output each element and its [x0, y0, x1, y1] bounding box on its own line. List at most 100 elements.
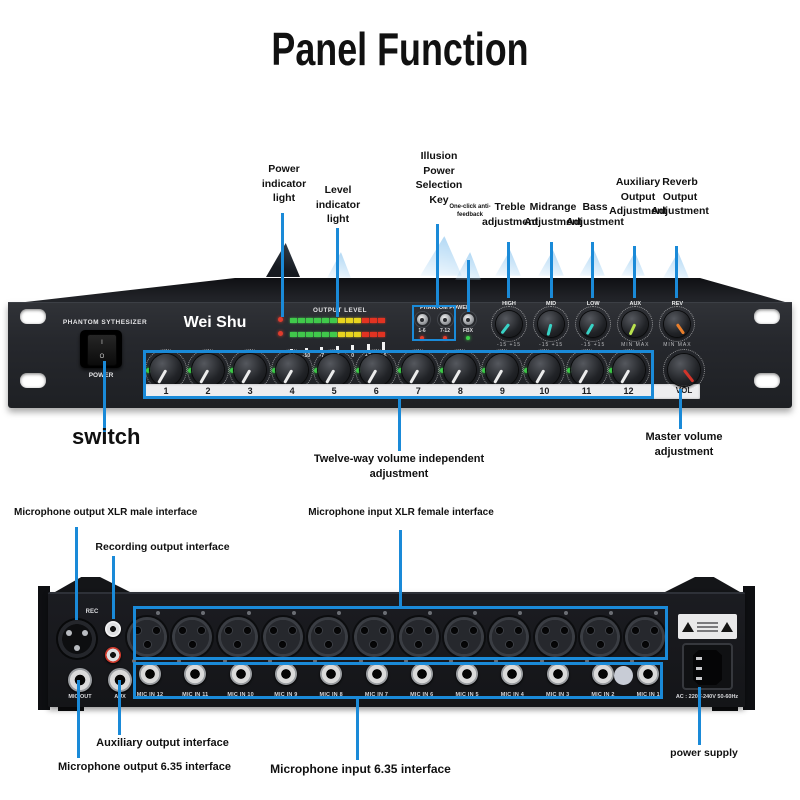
rec-label: REC — [85, 609, 99, 615]
mic-in-635-jack[interactable] — [229, 663, 252, 685]
xlr-hole — [143, 641, 151, 648]
eq-knob-label: LOW — [586, 301, 600, 307]
tick-bar — [366, 343, 370, 352]
xlr-female-input-connector[interactable] — [308, 617, 349, 657]
label-reverb-output: Reverb Output Adjustment — [651, 176, 709, 217]
callout-line-treble — [507, 242, 510, 298]
xlr-female-input-connector[interactable] — [217, 617, 258, 657]
xlr-hole — [606, 627, 613, 634]
power-indicator-led — [278, 331, 283, 336]
screw — [246, 611, 251, 615]
meter-segment — [330, 318, 337, 323]
channel-volume-knob[interactable] — [187, 349, 230, 391]
channel-knobs-callout-box — [143, 350, 654, 399]
rca-recording-output-red[interactable] — [105, 647, 121, 663]
mic-in-635-jack[interactable] — [274, 663, 297, 685]
screw — [132, 659, 136, 663]
label-switch: switch — [72, 424, 141, 449]
flare — [327, 252, 351, 278]
xlr-female-input-connector[interactable] — [625, 617, 666, 657]
rca-recording-output-white[interactable] — [105, 621, 121, 637]
level-meter-row — [290, 332, 385, 337]
xlr-hole — [405, 627, 413, 634]
meter-segment — [378, 332, 385, 337]
screw — [585, 659, 589, 663]
tick-bar — [335, 345, 339, 352]
screw — [201, 611, 206, 615]
mic-out-label: MIC OUT — [68, 694, 92, 700]
screw — [177, 659, 182, 663]
channel-volume-knob[interactable] — [271, 349, 314, 391]
xlr-female-input-connector[interactable] — [262, 617, 303, 657]
screw — [313, 659, 318, 663]
mic-in-jack-unit: MIC IN 10 — [219, 663, 263, 698]
phantom-power-button[interactable] — [416, 314, 428, 325]
meter-segment — [298, 318, 305, 323]
channel-volume-knob[interactable] — [355, 349, 398, 391]
meter-segment — [290, 318, 297, 323]
tick-bar — [351, 344, 355, 352]
xlr-female-input-connector[interactable] — [580, 617, 620, 657]
mic-in-635-jack[interactable] — [592, 663, 614, 685]
phantom-power-button[interactable] — [439, 314, 451, 325]
mic-in-635-jack[interactable] — [546, 663, 569, 685]
eq-knob-range: -15 +15 — [539, 342, 564, 348]
mic-in-jack-label: MIC IN 7 — [364, 692, 389, 698]
phantom-button-label: 1-6 — [418, 328, 426, 334]
xlr-female-input-connector[interactable] — [398, 617, 439, 657]
callout-line-aux-output — [633, 246, 636, 298]
mic-in-635-jack[interactable] — [320, 663, 343, 685]
channel-volume-knob[interactable] — [607, 349, 650, 391]
callout-line-reverb-output — [675, 246, 678, 298]
channel-volume-knob[interactable] — [565, 349, 608, 391]
xlr-female-input-unit — [488, 611, 530, 663]
mic-in-635-jack[interactable] — [501, 663, 524, 685]
eq-knob[interactable] — [575, 306, 612, 342]
screw — [291, 611, 296, 615]
xlr-female-input-connector[interactable] — [534, 617, 575, 657]
mic-out-635-jack[interactable] — [68, 668, 92, 692]
mic-in-jack-label: MIC IN 11 — [182, 692, 209, 698]
xlr-female-input-connector[interactable] — [353, 617, 394, 657]
xlr-hole — [470, 627, 478, 634]
screw — [222, 659, 227, 663]
channel-number: 9 — [499, 386, 505, 396]
level-meter-row — [290, 318, 385, 323]
meter-scale-tick: 0 — [346, 340, 360, 359]
mic-in-635-jack[interactable] — [637, 663, 660, 685]
xlr-male-output-connector[interactable] — [58, 620, 96, 658]
meter-segment — [378, 318, 385, 323]
mic-in-635-jack[interactable] — [456, 663, 479, 685]
mic-in-jack-unit: MIC IN 1 — [626, 663, 670, 698]
eq-knob[interactable] — [533, 306, 570, 342]
eq-knob[interactable] — [491, 306, 527, 342]
phantom-power-button[interactable] — [462, 314, 474, 325]
iec-power-inlet[interactable] — [682, 643, 733, 690]
mic-in-635-jack[interactable] — [139, 663, 161, 685]
power-switch[interactable]: I O — [80, 330, 122, 368]
xlr-female-input-connector[interactable] — [489, 617, 530, 657]
channel-number: 5 — [331, 386, 337, 396]
xlr-female-input-connector[interactable] — [444, 617, 485, 657]
mic-in-635-jack[interactable] — [410, 663, 433, 685]
mic-in-jack-unit: MIC IN 12 — [128, 663, 172, 698]
tick-bar — [381, 342, 385, 352]
master-volume-knob[interactable] — [663, 349, 705, 391]
rack-ear-hole — [20, 373, 46, 388]
mic-in-jack-unit: MIC IN 11 — [173, 663, 217, 698]
channel-volume-knob[interactable] — [523, 349, 566, 391]
label-anti-feedback: One-click anti-feedback — [449, 204, 491, 218]
eq-knob[interactable] — [659, 306, 696, 342]
mic-in-635-jack[interactable] — [365, 663, 388, 685]
xlr-hole — [515, 627, 523, 634]
mic-in-635-jack[interactable] — [184, 663, 207, 685]
label-aux-output-interface: Auxiliary output interface — [96, 737, 229, 749]
warning-text-lines — [697, 620, 718, 634]
mic-in-jack-label: MIC IN 1 — [636, 692, 660, 698]
xlr-hole — [641, 641, 649, 648]
eq-knob[interactable] — [617, 306, 654, 342]
mic-in-jack-unit: MIC IN 2 — [581, 663, 625, 698]
xlr-female-input-connector[interactable] — [172, 617, 213, 657]
power-rocker[interactable]: I O — [87, 334, 117, 366]
xlr-hole — [632, 627, 640, 634]
